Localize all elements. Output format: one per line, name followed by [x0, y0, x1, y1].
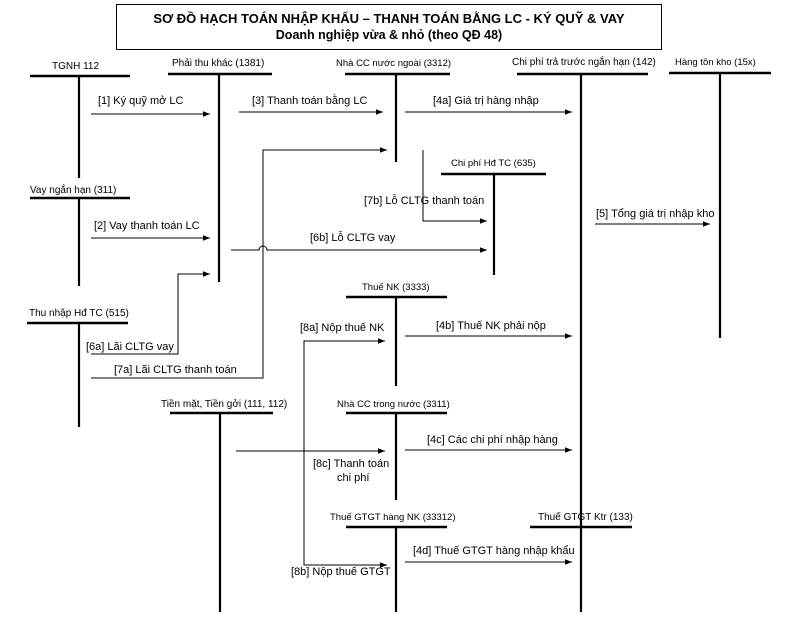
arrow-7b	[422, 150, 487, 224]
account-nha-cc-tn: Nhà CC trong nước (3311)	[337, 399, 450, 410]
entry-label-6a: [6a] Lãi CLTG vay	[86, 341, 174, 353]
diagram-subtitle: Doanh nghiệp vừa & nhỏ (theo QĐ 48)	[275, 28, 503, 42]
entry-label-8c-line2: chi phí	[337, 472, 370, 484]
account-tgnh: TGNH 112	[52, 61, 100, 72]
entry-label-8b: [8b] Nộp thuế GTGT	[291, 566, 391, 578]
account-thu-nhap-tc: Thu nhập Hđ TC (515)	[29, 308, 129, 319]
entry-label-4b: [4b] Thuế NK phải nộp	[436, 320, 546, 332]
entry-label-7a: [7a] Lãi CLTG thanh toán	[114, 364, 237, 376]
account-chi-phi-tc: Chi phí Hđ TC (635)	[451, 158, 536, 169]
arrow-7a	[91, 147, 387, 379]
diagram-title: SƠ ĐỒ HẠCH TOÁN NHẬP KHẨU – THANH TOÁN B…	[153, 11, 625, 26]
arrow-8b	[303, 490, 387, 568]
account-thue-gtgt-ktr: Thuế GTGT Ktr (133)	[538, 512, 633, 523]
t-account-tops	[27, 71, 771, 529]
account-chi-phi-tt: Chi phí trả trước ngắn hạn (142)	[512, 57, 656, 68]
account-tien-mat: Tiền mặt, Tiền gởi (111, 112)	[161, 399, 288, 410]
diagram-title-box: SƠ ĐỒ HẠCH TOÁN NHẬP KHẨU – THANH TOÁN B…	[116, 4, 662, 50]
entry-label-5: [5] Tổng giá trị nhập kho	[596, 208, 715, 220]
entry-label-4c: [4c] Các chi phí nhập hàng	[427, 434, 558, 446]
account-nha-cc-nn: Nhà CC nước ngoài (3312)	[336, 58, 452, 69]
account-hang-ton-kho: Hàng tồn kho (15x)	[675, 57, 756, 68]
account-vay-nh: Vay ngắn hạn (311)	[30, 185, 117, 196]
entry-label-8c-line1: [8c] Thanh toán	[313, 458, 390, 470]
entry-label-7b: [7b] Lỗ CLTG thanh toán	[364, 195, 485, 207]
t-account-stems	[77, 73, 722, 612]
arrow-6a	[91, 271, 210, 355]
entry-label-3: [3] Thanh toán bằng LC	[252, 95, 368, 107]
entry-label-4d: [4d] Thuế GTGT hàng nhập khẩu	[413, 545, 575, 557]
posting-arrows	[91, 109, 710, 568]
entry-label-1: [1] Ký quỹ mở LC	[98, 95, 184, 107]
entry-label-4a: [4a] Giá trị hàng nhập	[433, 95, 539, 107]
account-thue-nk: Thuế NK (3333)	[362, 282, 430, 293]
entry-label-6b: [6b] Lỗ CLTG vay	[310, 232, 396, 244]
account-phai-thu: Phải thu khác (1381)	[172, 58, 265, 69]
entry-label-2: [2] Vay thanh toán LC	[94, 220, 200, 232]
entry-label-8a: [8a] Nộp thuế NK	[300, 322, 385, 334]
arrow-6b	[231, 245, 487, 253]
arrow-8a	[303, 338, 385, 490]
account-thue-gtgt-nk: Thuế GTGT hàng NK (33312)	[330, 512, 456, 523]
